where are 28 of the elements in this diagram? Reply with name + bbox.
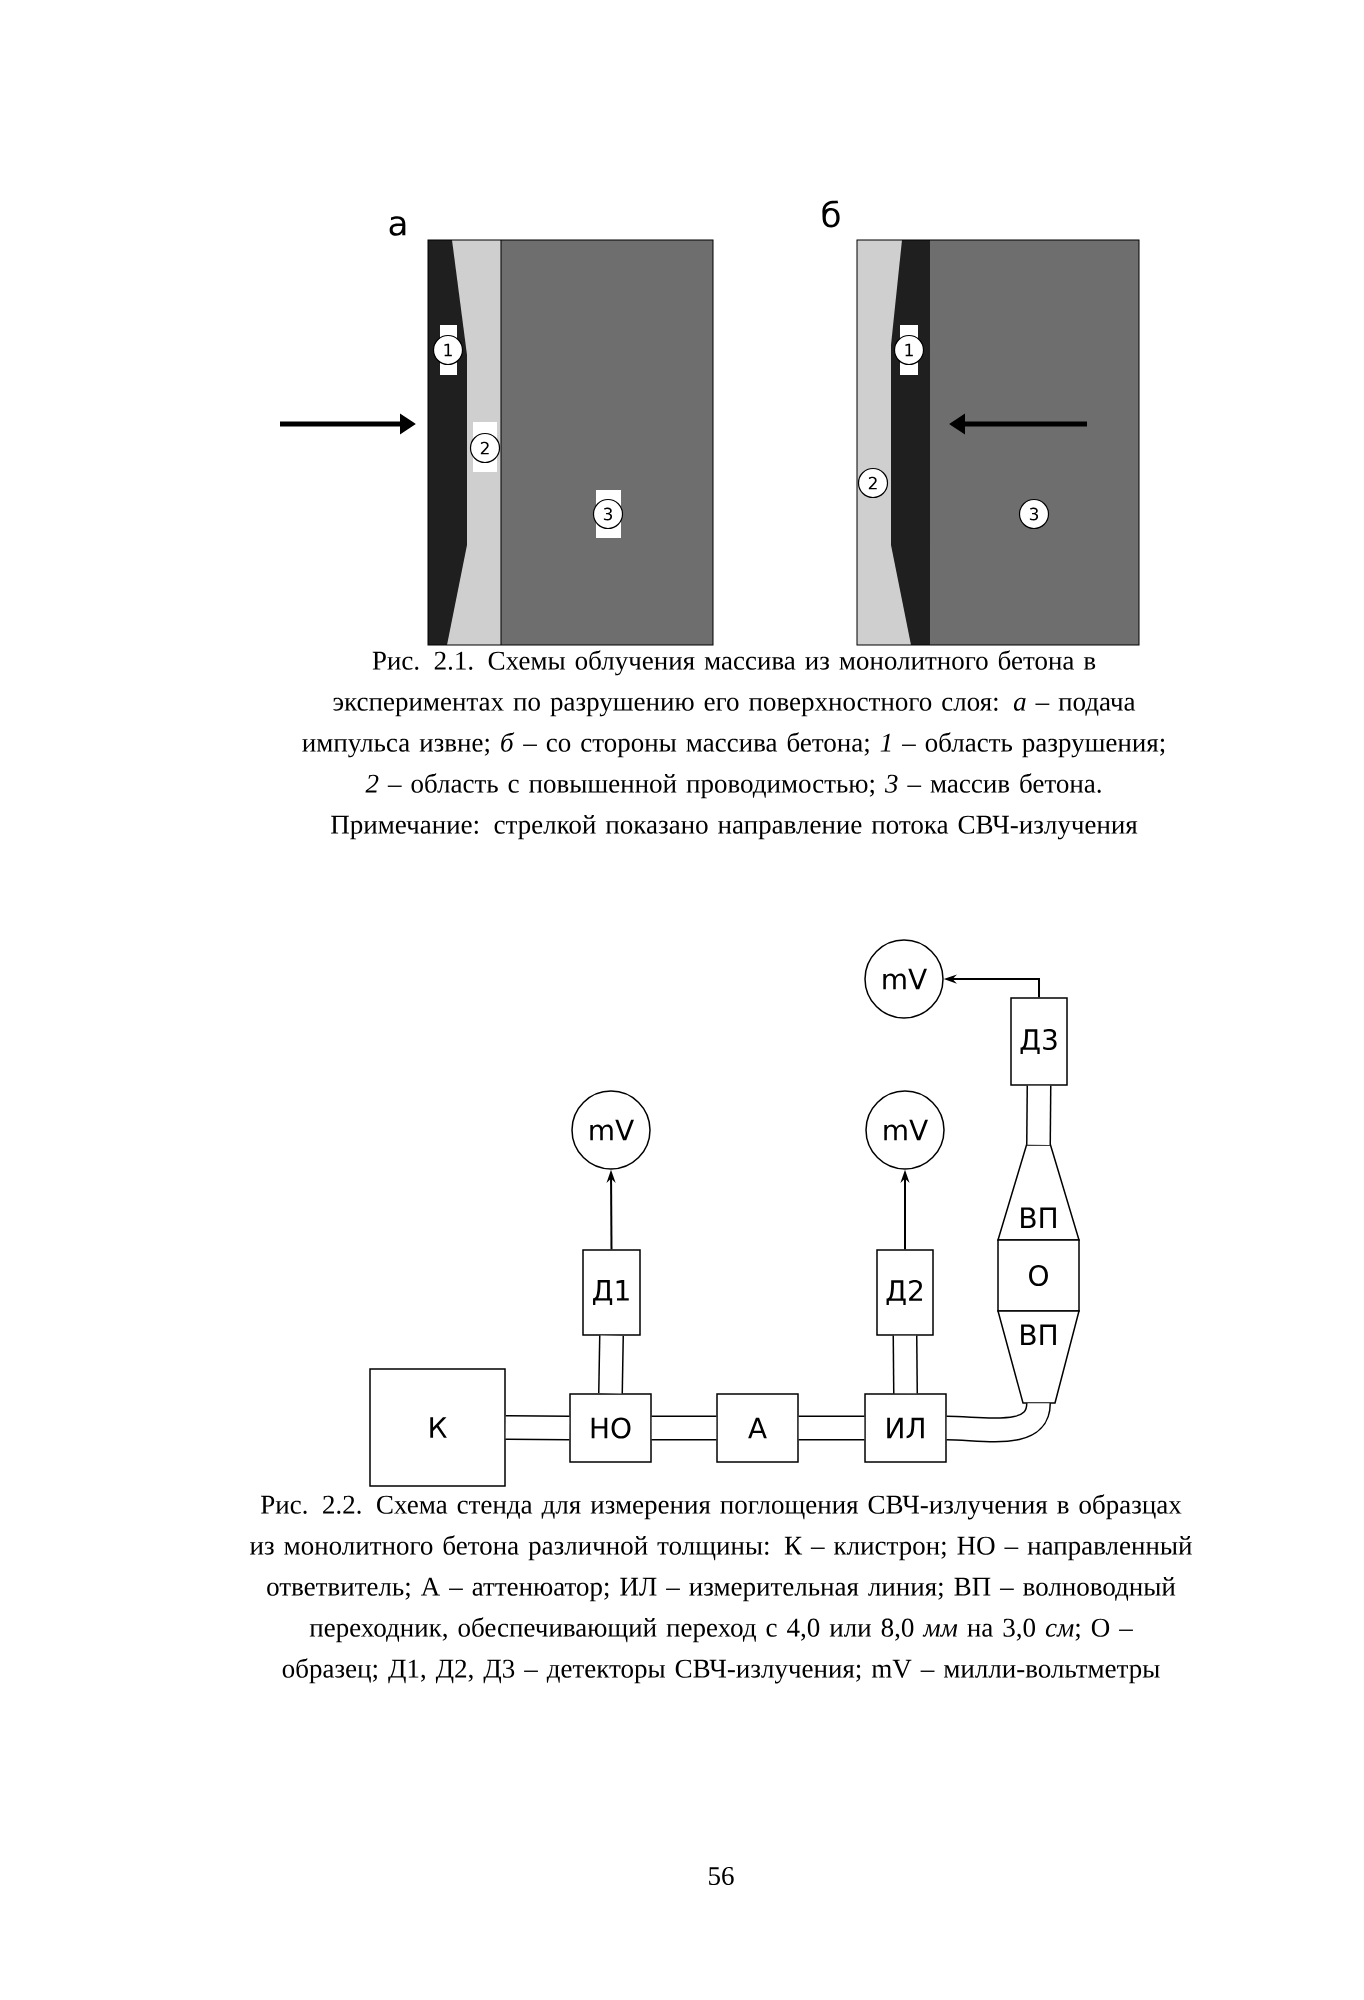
waveguide (505, 1415, 570, 1441)
caption-text: Рис. 2.2. Схема стенда для измерения поглощения СВЧ-излучения в образцах из монолитного бетона различной толщины: К – клистрон; НО – направленный ответвитель; А – аттенюатор; ИЛ – измерительная линия; ВП – волноводный переходник, обеспечивающий переход с 4,0 или 8,0 мм на 3,0 см; О – образец; Д1, Д2, Д3 – детекторы СВЧ-излучения; mV – милли-вольтметры (250, 1494, 1192, 1684)
caption-text: Рис. 2.1. Схемы облучения массива из монолитного бетона в экспериментах по разрушению его поверхностного слоя: а – подача импульса извне; б – со стороны массива бетона; 1 – область разрушения; 2 – область с повышенной проводимостью; 3 – массив бетона. Примечание: стрелкой показано направление потока СВЧ-излучения (302, 650, 1165, 840)
callout-number: 3 (1018, 498, 1050, 530)
block-box: Д1 (582, 1249, 641, 1336)
page-number: 56 (709, 1866, 734, 1886)
block-box: О (997, 1239, 1080, 1312)
panel-letter: а (389, 216, 406, 236)
waveguide (598, 1335, 624, 1394)
block-box: НО (569, 1393, 652, 1463)
waveguide (892, 1335, 918, 1394)
block-box: Д2 (876, 1249, 934, 1336)
callout-number: 1 (432, 334, 464, 366)
block-box: Д3 (1010, 997, 1068, 1086)
block-box: А (716, 1393, 799, 1463)
block-box: К (369, 1368, 506, 1487)
waveguide (651, 1415, 717, 1441)
callout-number: 2 (469, 432, 501, 464)
waveguide (798, 1415, 865, 1441)
callout-number: 3 (592, 498, 624, 530)
waveguide-transition: ВП (997, 1310, 1080, 1404)
block-box: ИЛ (864, 1393, 947, 1463)
panel-letter: б (822, 200, 840, 228)
waveguide (946, 1401, 1051, 1443)
waveguide (1026, 1085, 1052, 1145)
callout-number: 2 (857, 467, 889, 499)
callout-number: 1 (893, 334, 925, 366)
waveguide-transition: ВП (997, 1144, 1080, 1241)
